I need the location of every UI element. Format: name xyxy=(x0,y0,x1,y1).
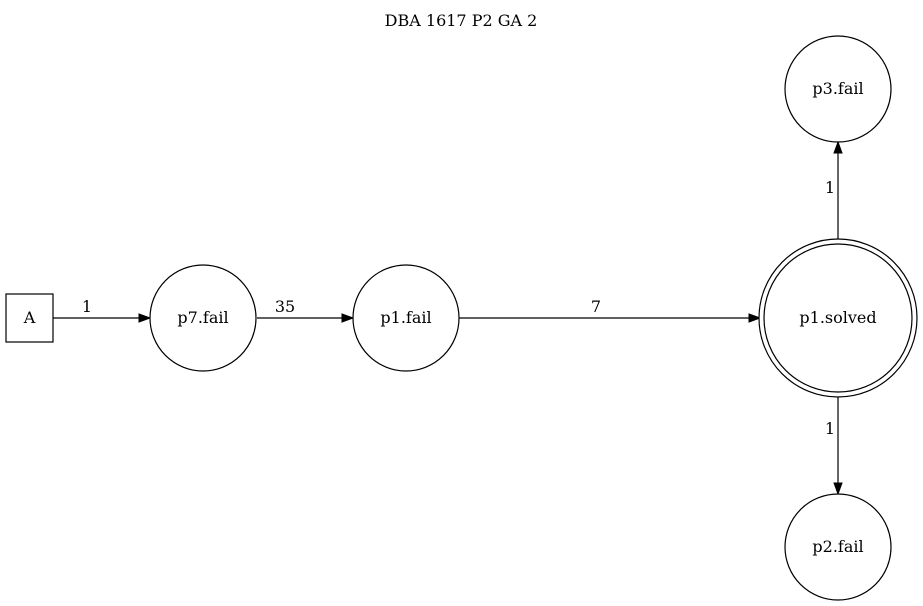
diagram-title: DBA 1617 P2 GA 2 xyxy=(385,11,538,30)
node-a-box xyxy=(5,293,54,343)
node-p1-solved-inner-circle xyxy=(763,243,913,393)
node-p3-fail: p3.fail xyxy=(784,35,892,143)
node-p2-fail-label: p2.fail xyxy=(812,537,863,556)
arrowhead-icon xyxy=(833,482,843,496)
arrowhead-icon xyxy=(748,313,762,323)
edge-solved-to-p3: 1 xyxy=(825,140,843,240)
node-p1-solved: p1.solved xyxy=(758,238,918,398)
edge-p1-to-solved: 7 xyxy=(459,297,762,323)
node-p7-fail-circle xyxy=(149,264,257,372)
node-p3-fail-label: p3.fail xyxy=(812,79,863,98)
node-p2-fail-circle xyxy=(784,493,892,601)
node-p1-fail-circle xyxy=(352,264,460,372)
edge-label-solved-to-p3: 1 xyxy=(825,178,835,197)
node-p1-fail-label: p1.fail xyxy=(380,308,431,327)
edge-label-solved-to-p2: 1 xyxy=(825,419,835,438)
edge-solved-to-p2: 1 xyxy=(825,396,843,496)
node-p7-fail-label: p7.fail xyxy=(177,308,228,327)
node-a-label: A xyxy=(23,308,36,327)
edge-label-p1-to-solved: 7 xyxy=(591,297,601,316)
node-a: A xyxy=(5,293,54,343)
edge-label-p7-to-p1: 35 xyxy=(275,297,295,316)
node-p1-solved-label: p1.solved xyxy=(799,308,876,327)
edge-a-to-p7: 1 xyxy=(53,297,152,323)
node-p2-fail: p2.fail xyxy=(784,493,892,601)
arrowhead-icon xyxy=(341,313,355,323)
edge-label-a-to-p7: 1 xyxy=(82,297,92,316)
arrowhead-icon xyxy=(833,140,843,154)
edge-p7-to-p1: 35 xyxy=(257,297,355,323)
arrowhead-icon xyxy=(138,313,152,323)
node-p3-fail-circle xyxy=(784,35,892,143)
node-p7-fail: p7.fail xyxy=(149,264,257,372)
node-p1-fail: p1.fail xyxy=(352,264,460,372)
